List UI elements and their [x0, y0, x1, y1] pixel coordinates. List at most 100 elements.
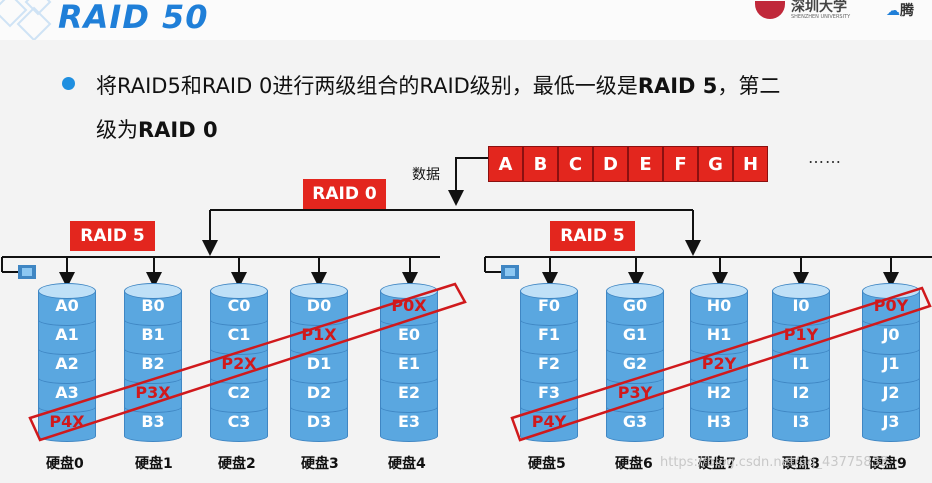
- data-block: C3: [210, 407, 268, 442]
- data-block: H2: [690, 378, 748, 413]
- data-block: I2: [772, 378, 830, 413]
- block-label: G2: [622, 354, 648, 373]
- data-block: E1: [380, 349, 438, 384]
- disk-label: 硬盘6: [615, 456, 653, 472]
- block-label: I3: [792, 412, 810, 431]
- block-label: E0: [397, 325, 421, 344]
- block-label: B3: [141, 412, 165, 431]
- diamond-deco-icon: [0, 0, 52, 40]
- block-label: D1: [306, 354, 332, 373]
- block-label: C2: [227, 383, 251, 402]
- block-label: F2: [537, 354, 561, 373]
- block-label: D0: [306, 296, 332, 315]
- block-label: A0: [55, 296, 79, 315]
- bullet-icon: [62, 77, 75, 90]
- data-label: 数据: [412, 167, 440, 183]
- block-label: P3X: [135, 383, 171, 402]
- data-block: B1: [124, 320, 182, 355]
- block-label: I0: [792, 296, 810, 315]
- block-label: C3: [227, 412, 251, 431]
- block-label: E3: [397, 412, 421, 431]
- block-label: G3: [622, 412, 648, 431]
- disk-label: 硬盘9: [869, 456, 907, 472]
- block-label: H2: [706, 383, 732, 402]
- block-label: P2Y: [701, 354, 737, 373]
- data-cell: A: [488, 146, 523, 182]
- data-block: A2: [38, 349, 96, 384]
- bullet-text-line1: 将RAID5和RAID 0进行两级组合的RAID级别，最低一级是RAID 5，第…: [96, 70, 780, 100]
- data-block: J1: [862, 349, 920, 384]
- data-cell: F: [663, 146, 698, 182]
- raid5-right-label: RAID 5: [550, 221, 635, 251]
- cloud-icon: ☁: [886, 3, 900, 19]
- data-block: H3: [690, 407, 748, 442]
- block-label: C1: [227, 325, 251, 344]
- data-block: C2: [210, 378, 268, 413]
- disk-label: 硬盘5: [528, 456, 566, 472]
- university-seal-icon: [755, 1, 785, 19]
- data-stream: A B C D E F G H: [488, 146, 768, 182]
- data-cell: C: [558, 146, 593, 182]
- data-block: B3: [124, 407, 182, 442]
- data-cell: B: [523, 146, 558, 182]
- bullet-text-d: 级为: [96, 118, 138, 142]
- data-cell: H: [733, 146, 768, 182]
- block-label: P2X: [221, 354, 257, 373]
- data-block: E2: [380, 378, 438, 413]
- block-label: H1: [706, 325, 732, 344]
- data-block: B2: [124, 349, 182, 384]
- block-label: E1: [397, 354, 421, 373]
- data-block: G1: [606, 320, 664, 355]
- watermark: https://blog.csdn.net/qq_43775833: [660, 455, 889, 470]
- page-title: RAID 50: [58, 0, 209, 36]
- bullet-text-a: 将RAID5和RAID 0进行两级组合的RAID级别，最低一级是: [96, 74, 638, 98]
- header-bar: RAID 50 深圳大学 SHENZHEN UNIVERSITY ☁腾: [0, 0, 932, 40]
- disk-label: 硬盘2: [218, 456, 256, 472]
- data-block: D1: [290, 349, 348, 384]
- raid5-left-label: RAID 5: [70, 221, 155, 251]
- data-ellipsis: ……: [808, 148, 842, 167]
- block-label: A3: [55, 383, 79, 402]
- disk-label: 硬盘4: [388, 456, 426, 472]
- data-cell: D: [593, 146, 628, 182]
- block-label: J0: [882, 325, 900, 344]
- disk-label: 硬盘7: [698, 456, 736, 472]
- block-label: J1: [882, 354, 900, 373]
- bullet-text-b: RAID 5: [637, 74, 718, 98]
- parity-block: P3X: [124, 378, 182, 413]
- data-block: I1: [772, 349, 830, 384]
- data-block: E3: [380, 407, 438, 442]
- data-block: E0: [380, 320, 438, 355]
- data-block: G3: [606, 407, 664, 442]
- data-block: I3: [772, 407, 830, 442]
- block-label: H0: [706, 296, 732, 315]
- block-label: P3Y: [617, 383, 653, 402]
- data-block: J2: [862, 378, 920, 413]
- disk-label: 硬盘0: [46, 456, 84, 472]
- data-block: D2: [290, 378, 348, 413]
- data-block: J3: [862, 407, 920, 442]
- block-label: I2: [792, 383, 810, 402]
- disk-label: 硬盘1: [135, 456, 173, 472]
- connector-icon: [18, 265, 519, 279]
- university-name: 深圳大学: [791, 0, 847, 15]
- block-label: G1: [622, 325, 648, 344]
- block-label: P4Y: [531, 412, 567, 431]
- data-block: D3: [290, 407, 348, 442]
- block-label: I1: [792, 354, 810, 373]
- block-label: B2: [141, 354, 165, 373]
- block-label: P4X: [49, 412, 85, 431]
- data-block: F2: [520, 349, 578, 384]
- university-name-en: SHENZHEN UNIVERSITY: [791, 14, 851, 20]
